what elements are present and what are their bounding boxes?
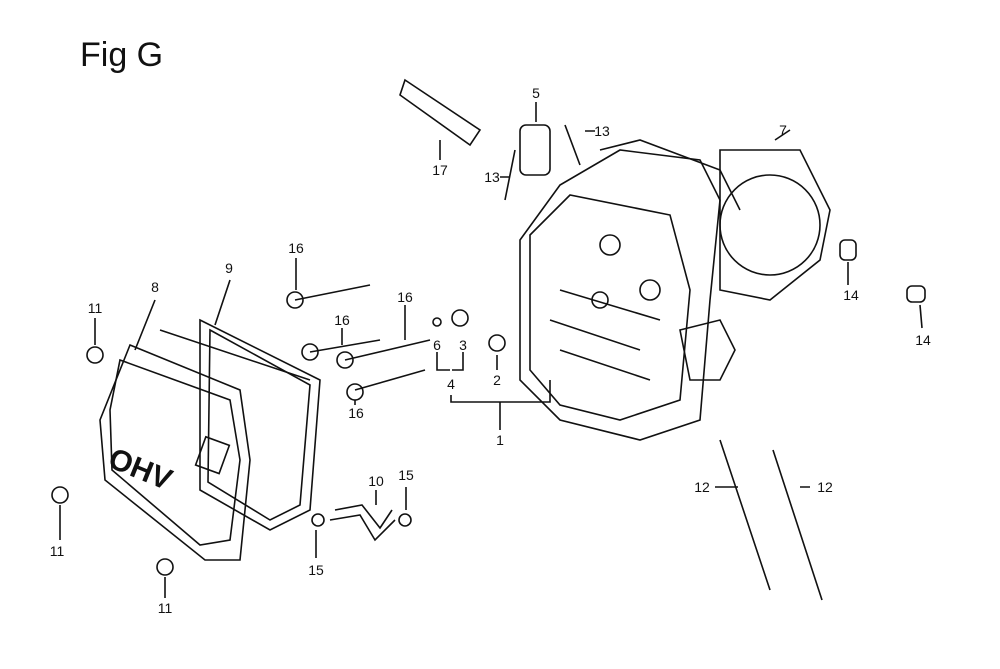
- cylinder-head-part: [519, 139, 741, 441]
- callout-7: 7: [779, 122, 787, 138]
- callout-9: 9: [225, 260, 233, 276]
- dowel-pins-part: [839, 239, 926, 329]
- callout-1: 1: [496, 432, 504, 448]
- callout-10: 10: [368, 473, 384, 489]
- callout-14: 14: [843, 287, 859, 303]
- spark-plug-part: [399, 78, 482, 160]
- callout-4: 4: [447, 376, 455, 392]
- callout-2: 2: [493, 372, 501, 388]
- callout-13: 13: [594, 123, 610, 139]
- breather-tube-part: [311, 487, 412, 558]
- callout-12: 12: [817, 479, 833, 495]
- callout-3: 3: [459, 337, 467, 353]
- valve-cover-part: [99, 329, 311, 561]
- push-rods-part: [715, 439, 823, 601]
- callout-5: 5: [532, 85, 540, 101]
- callout-16: 16: [288, 240, 304, 256]
- callout-17: 17: [432, 162, 448, 178]
- callout-15: 15: [398, 467, 414, 483]
- figure-title: Fig G: [80, 36, 164, 74]
- callout-15: 15: [308, 562, 324, 578]
- valve-seals-part: [432, 309, 551, 430]
- callout-12: 12: [694, 479, 710, 495]
- valve-guide-part: [500, 102, 595, 201]
- valve-cover-gasket-part: [134, 279, 321, 531]
- callout-6: 6: [433, 337, 441, 353]
- callout-16: 16: [397, 289, 413, 305]
- callout-16: 16: [334, 312, 350, 328]
- head-gasket-part: [719, 129, 831, 301]
- callout-14: 14: [915, 332, 931, 348]
- callout-13: 13: [484, 169, 500, 185]
- bolts-16: [286, 258, 431, 405]
- bolts-11: [51, 318, 174, 598]
- callout-11: 11: [49, 543, 65, 559]
- callout-11: 11: [87, 300, 103, 316]
- callout-8: 8: [151, 279, 159, 295]
- callout-16: 16: [348, 405, 364, 421]
- callout-11: 11: [157, 600, 173, 616]
